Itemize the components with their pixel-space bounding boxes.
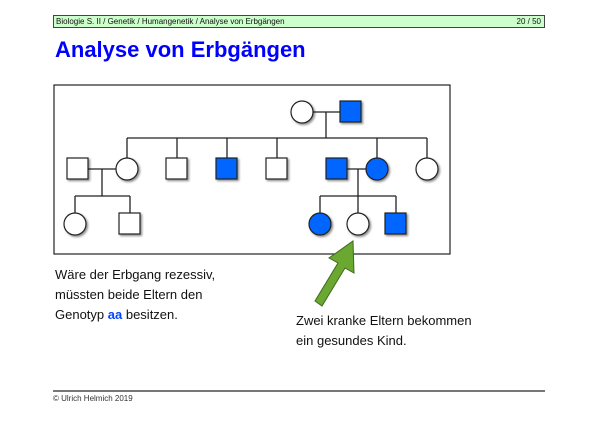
female-unaffected [290, 100, 314, 124]
male-unaffected [165, 157, 188, 180]
female-unaffected-child [346, 212, 370, 236]
text-line: Wäre der Erbgang rezessiv, [55, 267, 216, 282]
pedigree-lines [74, 111, 428, 213]
header-bar: Biologie S. II / Genetik / Humangenetik … [53, 15, 545, 28]
page-title: Analyse von Erbgängen [55, 37, 306, 62]
female-affected [365, 157, 389, 181]
male-unaffected [66, 157, 89, 180]
arrow-icon [314, 240, 355, 307]
left-explanation: Wäre der Erbgang rezessiv, müssten beide… [55, 265, 215, 325]
male-affected [339, 100, 362, 123]
text-line: ein gesundes Kind. [296, 333, 407, 348]
genotype-highlight: aa [107, 307, 123, 322]
text-fragment: Genotyp [55, 307, 108, 322]
text-fragment: besitzen. [122, 307, 178, 322]
breadcrumb: Biologie S. II / Genetik / Humangenetik … [56, 17, 285, 26]
copyright: © Ulrich Helmich 2019 [53, 394, 133, 403]
female-affected [308, 212, 332, 236]
female-unaffected [63, 212, 87, 236]
text-line: müssten beide Eltern den [55, 287, 203, 302]
text-line: Genotyp aa besitzen. [55, 305, 215, 325]
male-unaffected [265, 157, 288, 180]
male-affected [384, 212, 407, 235]
page-number: 20 / 50 [516, 17, 541, 26]
male-affected [215, 157, 238, 180]
text-line: Zwei kranke Eltern bekommen [296, 313, 472, 328]
male-affected [325, 157, 348, 180]
footer: © Ulrich Helmich 2019 [53, 390, 545, 403]
diagram-frame [53, 84, 451, 255]
right-explanation: Zwei kranke Eltern bekommen ein gesundes… [296, 311, 472, 351]
female-unaffected [115, 157, 139, 181]
male-unaffected [118, 212, 141, 235]
female-unaffected [415, 157, 439, 181]
